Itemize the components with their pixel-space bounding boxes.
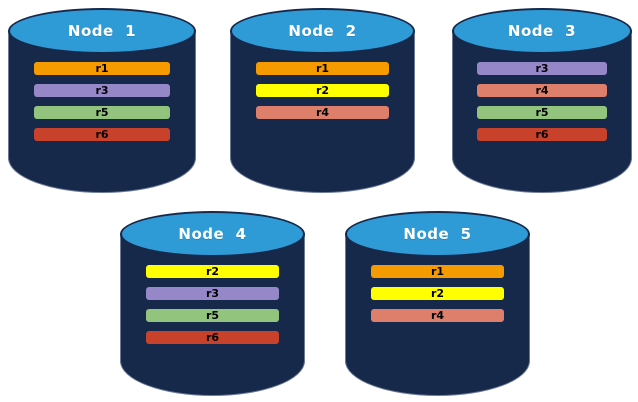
record-label: r4 bbox=[430, 309, 445, 322]
node-5-cylinder-bottom bbox=[345, 361, 530, 396]
record-r5[interactable]: r5 bbox=[34, 106, 170, 119]
node-3-cylinder-top: Node 3 bbox=[452, 8, 632, 54]
record-r3[interactable]: r3 bbox=[145, 287, 280, 300]
node-4-records: r2 r3 r5 r6 bbox=[120, 265, 305, 344]
record-label: r6 bbox=[95, 128, 109, 141]
node-5[interactable]: Node 5 r1 r2 r4 bbox=[345, 211, 530, 396]
node-3-label: Node 3 bbox=[507, 22, 577, 40]
node-5-label: Node 5 bbox=[403, 225, 472, 243]
record-r1[interactable]: r1 bbox=[255, 62, 390, 75]
record-label: r5 bbox=[95, 106, 109, 119]
record-label: r1 bbox=[430, 265, 445, 278]
record-label: r1 bbox=[315, 62, 330, 75]
node-2-label: Node 2 bbox=[288, 22, 357, 40]
node-2[interactable]: Node 2 r1 r2 r4 bbox=[230, 8, 415, 193]
record-r1[interactable]: r1 bbox=[370, 265, 505, 278]
record-r5[interactable]: r5 bbox=[145, 309, 280, 322]
node-4-cylinder-bottom bbox=[120, 361, 305, 396]
record-r4[interactable]: r4 bbox=[477, 84, 607, 97]
record-r3[interactable]: r3 bbox=[477, 62, 607, 75]
node-3[interactable]: Node 3 r3 r4 r5 r6 bbox=[452, 8, 632, 193]
record-label: r3 bbox=[205, 287, 220, 300]
record-r6[interactable]: r6 bbox=[145, 331, 280, 344]
node-4-cylinder-top: Node 4 bbox=[120, 211, 305, 257]
record-label: r2 bbox=[205, 265, 220, 278]
record-label: r3 bbox=[95, 84, 109, 97]
record-label: r1 bbox=[95, 62, 109, 75]
record-r3[interactable]: r3 bbox=[34, 84, 170, 97]
record-label: r5 bbox=[535, 106, 549, 119]
record-label: r2 bbox=[430, 287, 445, 300]
node-1-label: Node 1 bbox=[67, 22, 137, 40]
record-label: r6 bbox=[205, 331, 220, 344]
node-2-cylinder-top: Node 2 bbox=[230, 8, 415, 54]
record-r4[interactable]: r4 bbox=[255, 106, 390, 119]
node-4[interactable]: Node 4 r2 r3 r5 r6 bbox=[120, 211, 305, 396]
record-label: r5 bbox=[205, 309, 220, 322]
record-r4[interactable]: r4 bbox=[370, 309, 505, 322]
record-label: r4 bbox=[535, 84, 549, 97]
record-r6[interactable]: r6 bbox=[34, 128, 170, 141]
node-1-records: r1 r3 r5 r6 bbox=[8, 62, 196, 141]
node-3-cylinder-bottom bbox=[452, 158, 632, 193]
record-r6[interactable]: r6 bbox=[477, 128, 607, 141]
node-3-records: r3 r4 r5 r6 bbox=[452, 62, 632, 141]
record-label: r6 bbox=[535, 128, 549, 141]
node-1-cylinder-top: Node 1 bbox=[8, 8, 196, 54]
node-2-records: r1 r2 r4 bbox=[230, 62, 415, 119]
node-2-cylinder-bottom bbox=[230, 158, 415, 193]
record-r1[interactable]: r1 bbox=[34, 62, 170, 75]
node-5-cylinder-top: Node 5 bbox=[345, 211, 530, 257]
node-1[interactable]: Node 1 r1 r3 r5 r6 bbox=[8, 8, 196, 193]
record-r2[interactable]: r2 bbox=[145, 265, 280, 278]
record-label: r2 bbox=[315, 84, 330, 97]
record-r2[interactable]: r2 bbox=[370, 287, 505, 300]
node-1-cylinder-bottom bbox=[8, 158, 196, 193]
record-label: r3 bbox=[535, 62, 549, 75]
record-r2[interactable]: r2 bbox=[255, 84, 390, 97]
node-4-label: Node 4 bbox=[178, 225, 247, 243]
node-5-records: r1 r2 r4 bbox=[345, 265, 530, 322]
record-r5[interactable]: r5 bbox=[477, 106, 607, 119]
record-label: r4 bbox=[315, 106, 330, 119]
